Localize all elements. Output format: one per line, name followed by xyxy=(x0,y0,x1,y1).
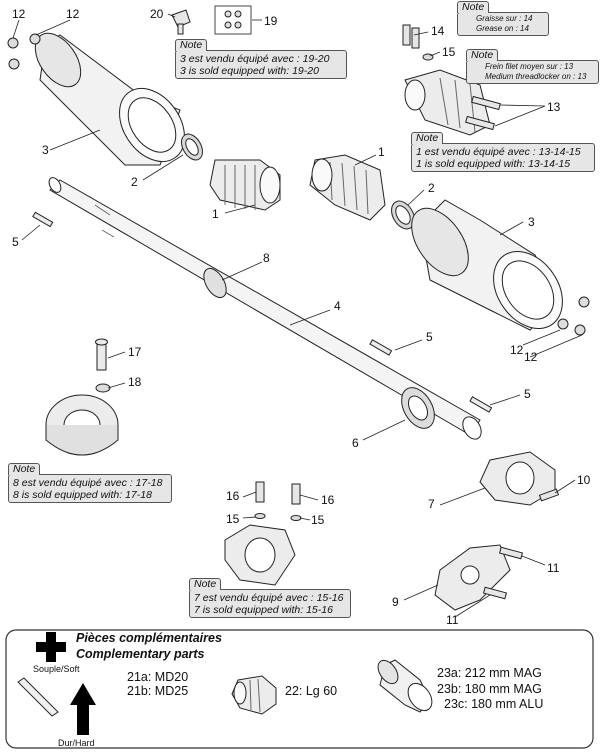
hub-option-c: 23c: 180 mm ALU xyxy=(444,697,544,711)
part-16-screws xyxy=(255,481,301,505)
part-14-greased-pins xyxy=(402,24,420,49)
bearing-option: 22: Lg 60 xyxy=(285,684,338,698)
note-part-7: Note 7 est vendu équipé avec : 15-16 7 i… xyxy=(189,578,351,618)
callout-3a: 3 xyxy=(42,143,49,157)
note-text-fr: 3 est vendu équipé avec : 19-20 xyxy=(180,53,330,65)
callout-18: 18 xyxy=(128,375,142,389)
note-text-en: Medium threadlocker on : 13 xyxy=(485,72,587,81)
callout-5b: 5 xyxy=(426,330,433,344)
part-3-hub-right xyxy=(411,199,563,331)
leader-lines xyxy=(12,13,583,618)
callout-12a: 12 xyxy=(12,7,26,21)
part-8-ring-on-axle xyxy=(203,267,227,299)
note-grease: Note Graisse sur : 14 Grease on : 14 xyxy=(457,1,549,36)
part-15-washer-top xyxy=(422,53,434,61)
stiffness-soft-label: Souple/Soft xyxy=(33,664,80,674)
part-8-eccentric-detail xyxy=(45,394,119,456)
hub-option-a: 23a: 212 mm MAG xyxy=(437,666,542,680)
part-5-keys xyxy=(32,211,493,413)
part-9-plate xyxy=(434,544,511,611)
note-title: Note xyxy=(175,39,208,51)
callout-14: 14 xyxy=(431,24,445,38)
note-threadlocker: Note Frein filet moyen sur : 13 Medium t… xyxy=(466,49,599,84)
note-part-1: Note 1 est vendu équipé avec : 13-14-15 … xyxy=(411,132,595,172)
callout-12c: 12 xyxy=(510,343,524,357)
callout-5c: 5 xyxy=(524,387,531,401)
callout-15b: 15 xyxy=(311,513,325,527)
arrow-up-icon xyxy=(70,683,96,735)
part-20-valve xyxy=(171,9,191,35)
callout-12d: 12 xyxy=(524,350,538,364)
callout-1b: 1 xyxy=(378,145,385,159)
note-text-fr: 7 est vendu équipé avec : 15-16 xyxy=(194,592,344,604)
part-19-caps-box xyxy=(214,5,252,35)
callout-12b: 12 xyxy=(66,7,80,21)
note-title: Note xyxy=(189,578,222,590)
part-3-hub-left xyxy=(34,32,185,166)
callout-15a: 15 xyxy=(226,512,240,526)
stiffness-hard-label: Dur/Hard xyxy=(58,738,95,748)
callout-16b: 16 xyxy=(321,493,335,507)
callout-19: 19 xyxy=(264,14,278,28)
part-18-washer xyxy=(95,383,111,393)
axle-complementary xyxy=(17,677,59,717)
note-title: Note xyxy=(466,49,499,61)
callout-numbers: 12 12 3 2 1 5 8 4 1 2 3 12 12 5 5 6 17 1… xyxy=(12,7,591,627)
bearing-complementary xyxy=(231,675,277,715)
part-4-axle xyxy=(48,177,482,440)
part-7-clamp-detail xyxy=(224,524,296,586)
part-2-seal-left xyxy=(181,133,203,161)
part-17-bolt xyxy=(95,338,108,371)
part-7-clamp xyxy=(479,451,556,506)
note-text-fr: Graisse sur : 14 xyxy=(476,14,533,23)
axle-option-b: 21b: MD25 xyxy=(127,684,189,698)
note-text-fr: 8 est vendu équipé avec : 17-18 xyxy=(13,477,163,489)
callout-11b: 11 xyxy=(547,561,560,575)
part-1-bearing-carrier-left xyxy=(209,159,281,211)
callout-4: 4 xyxy=(334,299,341,313)
callout-6: 6 xyxy=(352,436,359,450)
callout-7a: 7 xyxy=(428,497,435,511)
note-title: Note xyxy=(411,132,444,144)
note-text-en: 1 is sold equipped with: 13-14-15 xyxy=(416,158,571,170)
callout-17: 17 xyxy=(128,345,142,359)
callout-11a: 11 xyxy=(446,613,459,627)
callout-5a: 5 xyxy=(12,235,19,249)
part-6-collar xyxy=(401,387,435,429)
note-text-en: Grease on : 14 xyxy=(476,24,529,33)
hub-complementary xyxy=(377,659,433,713)
callout-16a: 16 xyxy=(226,489,240,503)
part-13-studs xyxy=(465,95,501,131)
callout-1a: 1 xyxy=(212,207,219,221)
note-part-3: Note 3 est vendu équipé avec : 19-20 3 i… xyxy=(175,39,347,79)
part-1-bearing-carrier-right xyxy=(309,154,386,221)
callout-15c: 15 xyxy=(442,45,456,59)
note-text-en: 7 is sold equipped with: 15-16 xyxy=(194,604,333,616)
complementary-panel-frame xyxy=(5,629,594,749)
note-title: Note xyxy=(457,1,490,13)
part-2-seal-right xyxy=(391,200,415,230)
note-text-fr: 1 est vendu équipé avec : 13-14-15 xyxy=(416,146,581,158)
callout-13: 13 xyxy=(547,100,561,114)
callout-20: 20 xyxy=(150,7,164,21)
part-10-bolt xyxy=(538,488,560,502)
callout-9: 9 xyxy=(392,595,399,609)
axle-option-a: 21a: MD20 xyxy=(127,670,189,684)
note-title: Note xyxy=(8,463,41,475)
callout-2b: 2 xyxy=(428,181,435,195)
callout-10: 10 xyxy=(577,473,591,487)
callout-8a: 8 xyxy=(263,251,270,265)
callout-3b: 3 xyxy=(528,215,535,229)
part-11-bolts xyxy=(482,546,524,600)
part-12-nuts-right xyxy=(557,296,590,336)
hub-option-b: 23b: 180 mm MAG xyxy=(437,682,542,696)
note-text-en: 8 is sold equipped with: 17-18 xyxy=(13,489,152,501)
panel-title-en: Complementary parts xyxy=(76,647,205,661)
part-15-washers xyxy=(254,513,302,521)
note-text-fr: Frein filet moyen sur : 13 xyxy=(485,62,574,71)
note-text-en: 3 is sold equipped with: 19-20 xyxy=(180,65,319,77)
callout-2a: 2 xyxy=(131,175,138,189)
note-part-8: Note 8 est vendu équipé avec : 17-18 8 i… xyxy=(8,463,172,503)
panel-title-fr: Pièces complémentaires xyxy=(76,631,222,645)
